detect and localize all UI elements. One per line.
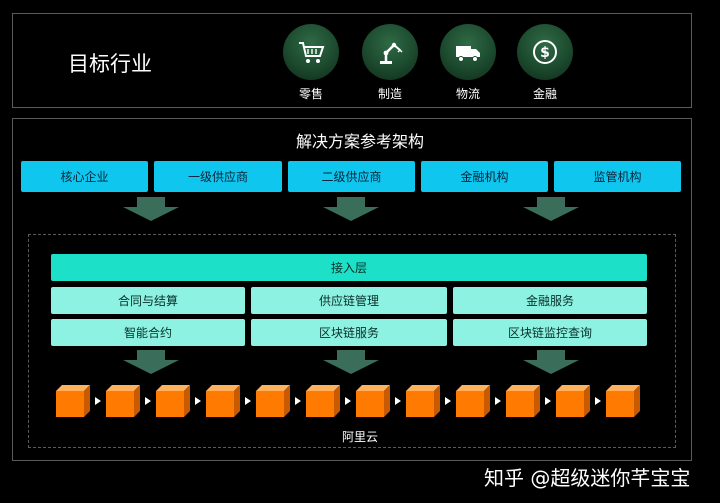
blockchain-node-cube xyxy=(306,385,340,417)
service-financial-services: 金融服务 xyxy=(453,287,647,314)
watermark: 知乎 @超级迷你芊宝宝 xyxy=(484,466,691,490)
blockchain-node-cube xyxy=(156,385,190,417)
chain-link-arrow-icon xyxy=(145,397,151,405)
blockchain-node-cube xyxy=(206,385,240,417)
participant-tier1-supplier: 一级供应商 xyxy=(154,161,282,192)
chain-link-arrow-icon xyxy=(245,397,251,405)
service-contract-settlement: 合同与结算 xyxy=(51,287,245,314)
delivery-truck-icon xyxy=(440,24,496,80)
industry-label: 制造 xyxy=(377,87,402,101)
chain-link-arrow-icon xyxy=(495,397,501,405)
down-arrow-icon xyxy=(123,350,179,374)
architecture-title: 解决方案参考架构 xyxy=(295,132,424,151)
chain-link-arrow-icon xyxy=(595,397,601,405)
blockchain-node-cube xyxy=(256,385,290,417)
service-smart-contract: 智能合约 xyxy=(51,319,245,346)
service-supply-chain-management: 供应链管理 xyxy=(251,287,447,314)
chain-link-arrow-icon xyxy=(95,397,101,405)
down-arrow-icon xyxy=(323,350,379,374)
svg-text:$: $ xyxy=(540,45,550,61)
architecture-panel xyxy=(12,118,692,461)
industry-logistics: 物流 xyxy=(433,24,503,102)
service-blockchain-monitor-query: 区块链监控查询 xyxy=(453,319,647,346)
access-layer: 接入层 xyxy=(51,254,647,281)
industry-title: 目标行业 xyxy=(68,52,152,76)
service-blockchain-service: 区块链服务 xyxy=(251,319,447,346)
dollar-coin-icon: $ xyxy=(517,24,573,80)
cloud-provider-label: 阿里云 xyxy=(341,430,378,444)
down-arrow-icon xyxy=(123,197,179,221)
target-industry-panel xyxy=(12,13,692,108)
chain-link-arrow-icon xyxy=(345,397,351,405)
blockchain-node-cube xyxy=(456,385,490,417)
industry-finance: $ 金融 xyxy=(510,24,580,102)
participant-tier2-supplier: 二级供应商 xyxy=(288,161,415,192)
chain-link-arrow-icon xyxy=(445,397,451,405)
industry-manufacturing: 制造 xyxy=(355,24,425,102)
participant-regulator: 监管机构 xyxy=(554,161,681,192)
chain-link-arrow-icon xyxy=(545,397,551,405)
down-arrow-icon xyxy=(523,350,579,374)
blockchain-node-cube xyxy=(406,385,440,417)
blockchain-node-cube xyxy=(556,385,590,417)
blockchain-node-cube xyxy=(356,385,390,417)
platform-boundary xyxy=(28,234,676,448)
blockchain-node-cube xyxy=(506,385,540,417)
chain-link-arrow-icon xyxy=(295,397,301,405)
blockchain-node-cube xyxy=(606,385,640,417)
blockchain-node-cube xyxy=(106,385,140,417)
industry-retail: 零售 xyxy=(276,24,346,102)
industry-label: 零售 xyxy=(298,87,323,101)
industry-label: 金融 xyxy=(532,87,557,101)
robot-arm-icon xyxy=(362,24,418,80)
blockchain-node-cube xyxy=(56,385,90,417)
shopping-cart-icon xyxy=(283,24,339,80)
participant-core-enterprise: 核心企业 xyxy=(21,161,148,192)
down-arrow-icon xyxy=(323,197,379,221)
chain-link-arrow-icon xyxy=(195,397,201,405)
chain-link-arrow-icon xyxy=(395,397,401,405)
down-arrow-icon xyxy=(523,197,579,221)
industry-label: 物流 xyxy=(455,87,480,101)
participant-financial-institution: 金融机构 xyxy=(421,161,548,192)
